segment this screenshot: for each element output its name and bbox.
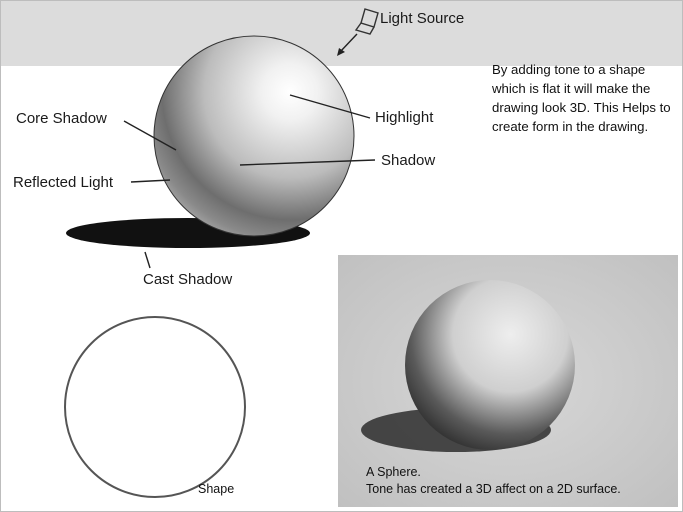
slide-frame	[0, 0, 683, 512]
